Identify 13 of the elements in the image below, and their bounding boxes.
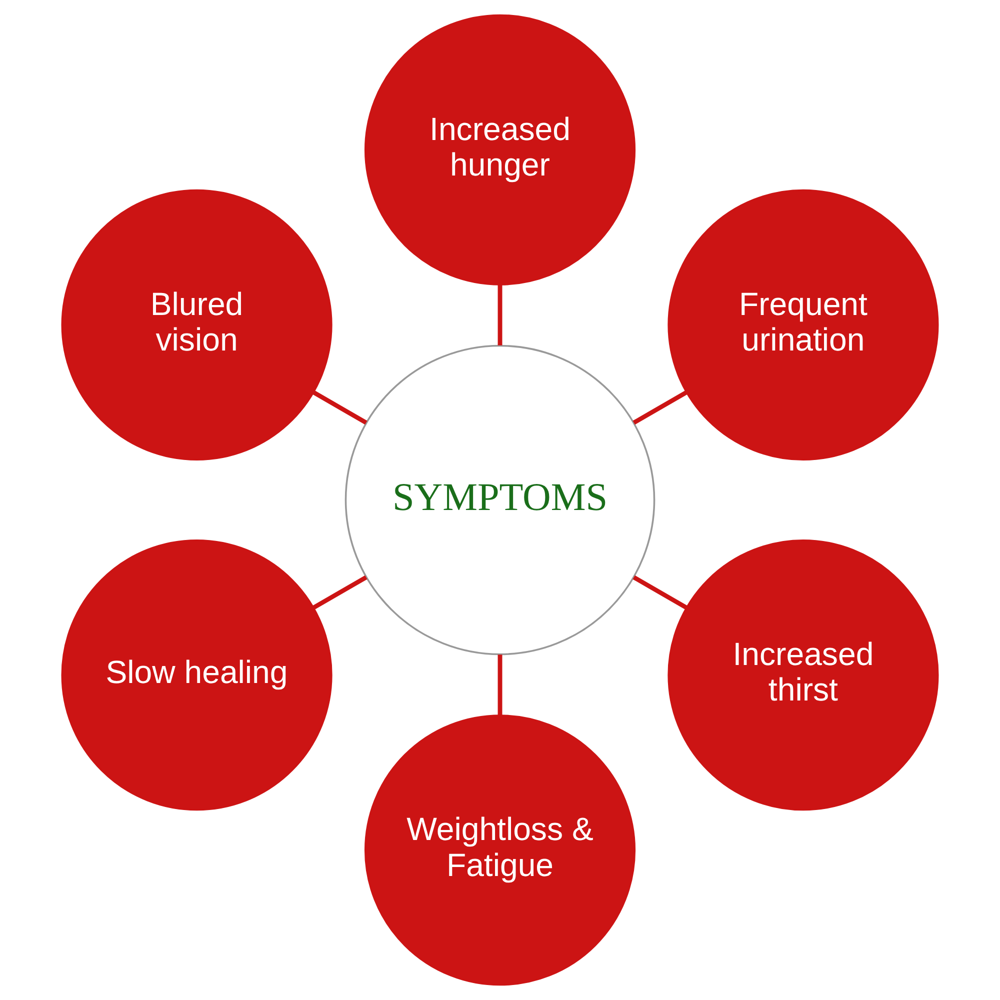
node-circle: Weightloss & Fatigue [364,714,636,986]
node-circle: SYMPTOMS [344,344,656,656]
node-circle: Blured vision [61,189,332,460]
connector [312,575,368,610]
connector [632,390,688,425]
node-circle: Slow healing [61,540,332,811]
node-circle: Increased thirst [668,540,939,811]
connector [498,654,502,716]
node-circle: Increased hunger [364,14,636,286]
connector [632,575,688,610]
connector [312,390,368,425]
connector [498,284,502,346]
node-circle: Frequent urination [668,189,939,460]
